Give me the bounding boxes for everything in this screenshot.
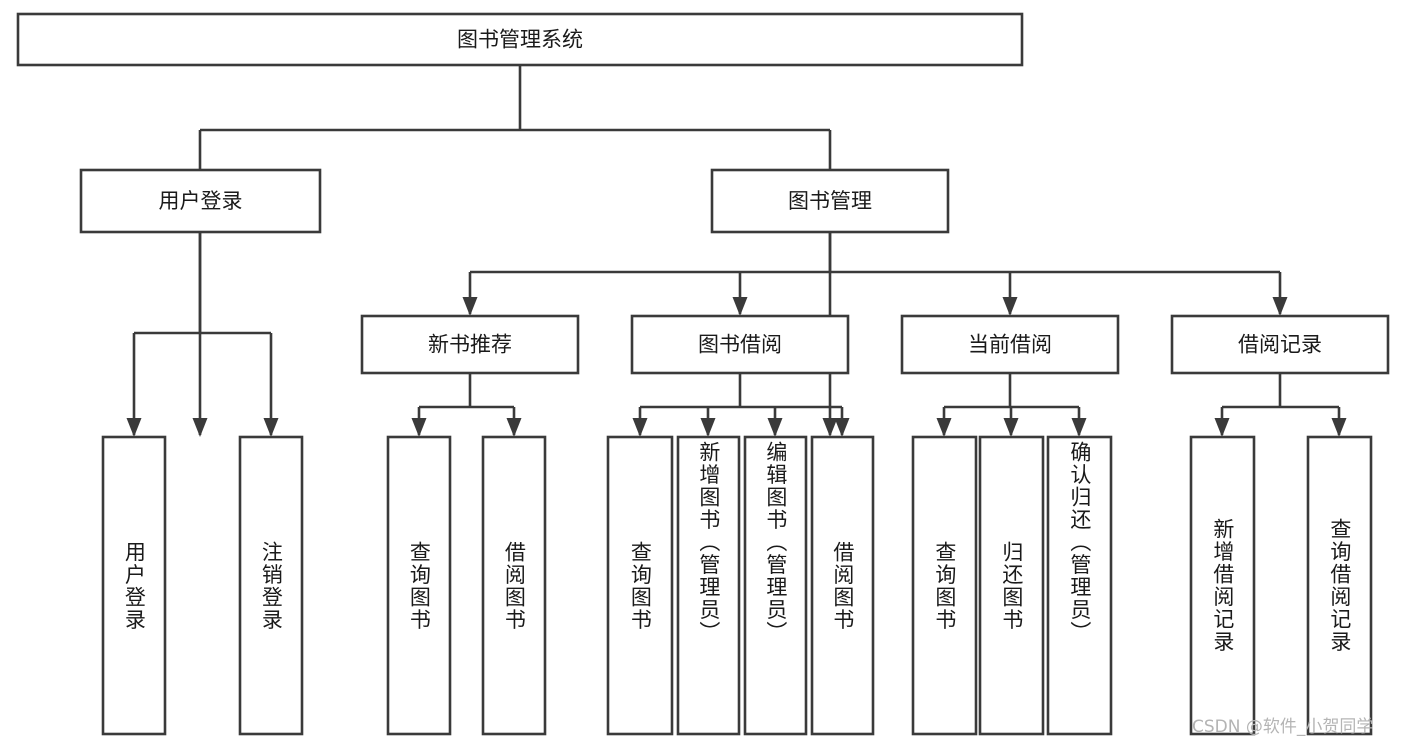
level3-node-label-1: 图书借阅 bbox=[698, 333, 782, 357]
leaf-node-box-6[interactable] bbox=[743, 435, 808, 736]
leaf-node-box-0[interactable] bbox=[101, 435, 167, 736]
leaf-node-box-7[interactable] bbox=[810, 435, 875, 736]
level3-node-box-2[interactable] bbox=[900, 314, 1120, 375]
arrow-head-level2_to_level3-3 bbox=[1272, 297, 1288, 316]
level2-node-box-0[interactable] bbox=[79, 168, 322, 234]
leaf-node-box-12[interactable] bbox=[1306, 435, 1373, 736]
connector-group-userlogin_to_leaves bbox=[134, 232, 271, 335]
level3-node-label-2: 当前借阅 bbox=[968, 333, 1052, 357]
leaf-node-box-1[interactable] bbox=[238, 435, 304, 736]
arrow-head-userlogin_to_leaves-0 bbox=[126, 418, 142, 437]
connector-group-borrow_to_leaves bbox=[640, 373, 842, 409]
level3-node-label-0: 新书推荐 bbox=[428, 333, 512, 357]
leaf-node-box-4[interactable] bbox=[606, 435, 674, 736]
root-node-box[interactable] bbox=[16, 12, 1024, 67]
connector-group-current_to_leaves bbox=[944, 373, 1079, 409]
level2-node-box-1[interactable] bbox=[710, 168, 950, 234]
level2-node-label-1: 图书管理 bbox=[788, 189, 872, 213]
connector-group-record_to_leaves bbox=[1222, 373, 1339, 409]
arrow-head-borrow_to_leaves-1 bbox=[700, 418, 716, 437]
leaf-node-box-3[interactable] bbox=[481, 435, 547, 736]
leaf-node-box-8[interactable] bbox=[911, 435, 978, 736]
arrow-head-root_to_level2-1 bbox=[822, 418, 838, 437]
csdn-watermark: CSDN @软件_小贺同学 bbox=[1192, 717, 1374, 737]
node-box-layer bbox=[16, 12, 1390, 736]
arrow-head-current_to_leaves-2 bbox=[1071, 418, 1087, 437]
arrow-head-level2_to_level3-2 bbox=[1002, 297, 1018, 316]
level3-node-label-3: 借阅记录 bbox=[1238, 333, 1322, 357]
leaf-node-box-5[interactable] bbox=[676, 435, 741, 736]
arrow-head-record_to_leaves-1 bbox=[1331, 418, 1347, 437]
connector-group-newbook_to_leaves bbox=[419, 373, 514, 409]
arrow-head-newbook_to_leaves-1 bbox=[506, 418, 522, 437]
level3-node-box-0[interactable] bbox=[360, 314, 580, 375]
arrow-head-borrow_to_leaves-3 bbox=[834, 418, 850, 437]
arrow-head-record_to_leaves-0 bbox=[1214, 418, 1230, 437]
connector-group-level2_to_level3 bbox=[470, 232, 1280, 274]
level3-node-box-1[interactable] bbox=[630, 314, 850, 375]
root-node-label: 图书管理系统 bbox=[457, 28, 583, 52]
level2-node-label-0: 用户登录 bbox=[159, 189, 243, 213]
level3-node-box-3[interactable] bbox=[1170, 314, 1390, 375]
arrow-head-level2_to_level3-0 bbox=[462, 297, 478, 316]
arrow-head-borrow_to_leaves-2 bbox=[767, 418, 783, 437]
arrow-head-borrow_to_leaves-0 bbox=[632, 418, 648, 437]
arrow-head-current_to_leaves-1 bbox=[1003, 418, 1019, 437]
leaf-node-box-11[interactable] bbox=[1189, 435, 1256, 736]
leaf-node-box-9[interactable] bbox=[978, 435, 1045, 736]
connector-group-root_to_level2 bbox=[200, 65, 830, 132]
arrow-head-current_to_leaves-0 bbox=[936, 418, 952, 437]
leaf-node-box-10[interactable] bbox=[1046, 435, 1113, 736]
arrow-head-userlogin_to_leaves-1 bbox=[263, 418, 279, 437]
connector-layer bbox=[126, 65, 1347, 437]
arrow-head-level2_to_level3-1 bbox=[732, 297, 748, 316]
arrow-head-root_to_level2-0 bbox=[192, 418, 208, 437]
arrow-head-newbook_to_leaves-0 bbox=[411, 418, 427, 437]
leaf-node-box-2[interactable] bbox=[386, 435, 452, 736]
